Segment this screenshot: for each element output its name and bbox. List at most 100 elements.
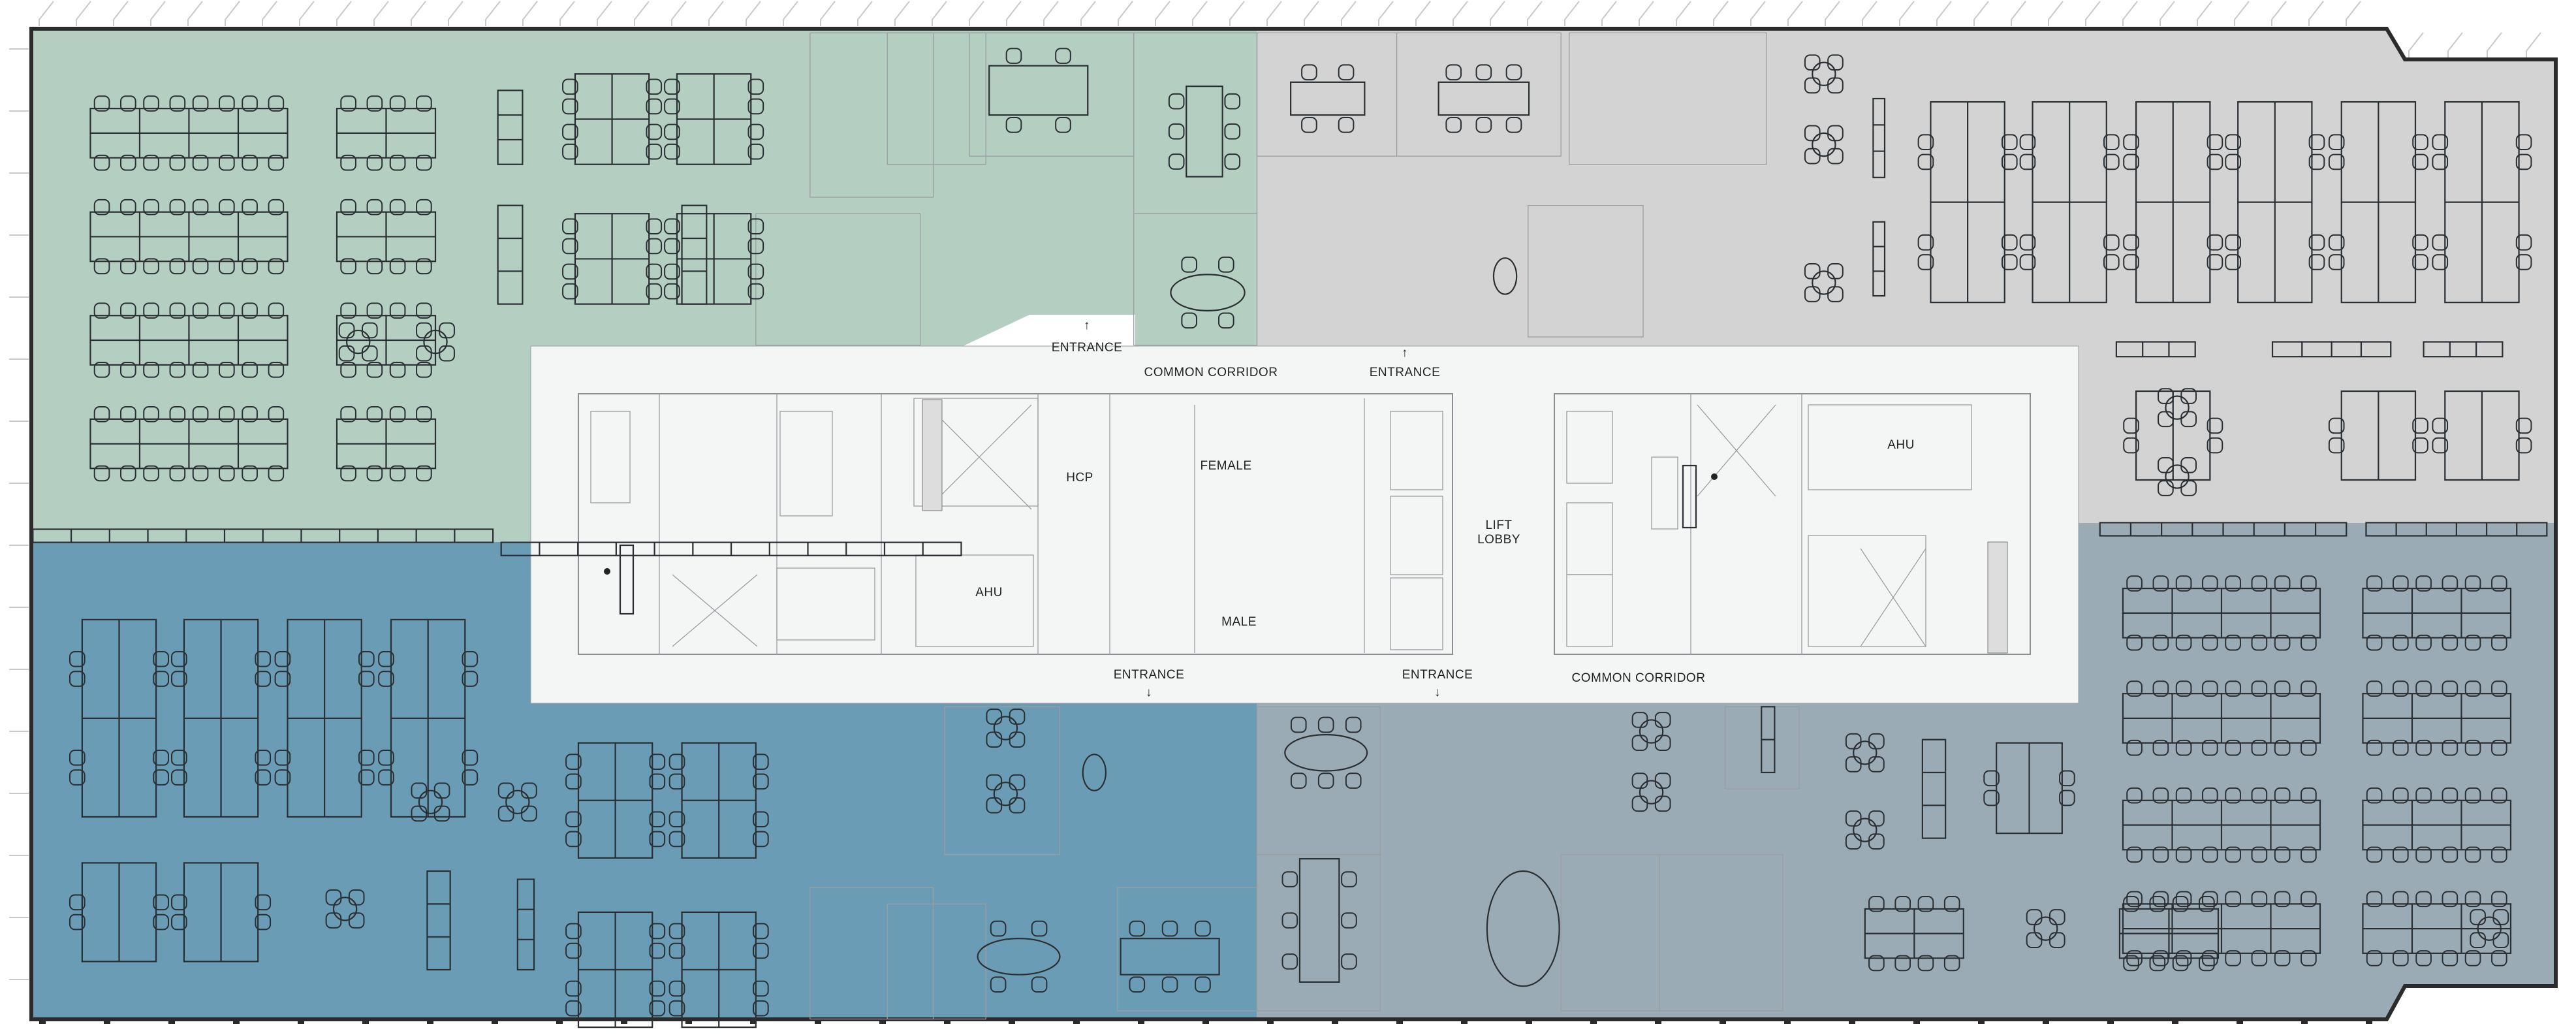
storage-unit (1872, 221, 1886, 297)
chair-icon (2175, 739, 2192, 756)
chair-icon (2301, 950, 2317, 966)
window-mullion (894, 1, 910, 26)
chair-icon (242, 154, 258, 171)
chair-icon (1317, 772, 1334, 789)
chair-icon (2393, 787, 2409, 804)
window-mullion (2048, 1, 2064, 26)
round-table (1812, 132, 1836, 157)
chair-icon (268, 154, 285, 171)
chair-icon (2366, 680, 2383, 697)
round-table (1639, 719, 1664, 744)
chair-icon (2442, 739, 2458, 756)
entrance-label[interactable]: ENTRANCE (1370, 366, 1441, 379)
chair-icon (268, 95, 285, 112)
chair-icon (255, 671, 272, 687)
chair-icon (1845, 733, 1862, 750)
chair-icon (986, 709, 1003, 725)
entrance-label[interactable]: ENTRANCE (1052, 341, 1123, 355)
window-mullion (1899, 1, 1915, 26)
chair-icon (562, 143, 578, 160)
chair-icon (1341, 912, 1357, 929)
entrance-label[interactable]: ENTRANCE (1114, 668, 1185, 682)
male-restroom-label: MALE (1221, 615, 1257, 629)
chair-icon (378, 769, 394, 786)
chair-icon (169, 465, 186, 482)
chair-icon (219, 95, 235, 112)
chair-icon (169, 95, 186, 112)
chair-icon (1654, 795, 1671, 812)
chair-icon (1009, 731, 1026, 748)
chair-icon (2202, 634, 2218, 651)
chair-icon (2432, 134, 2449, 151)
chair-icon (358, 650, 375, 667)
window-mullion (1601, 1, 1617, 26)
window-mullion (1713, 1, 1729, 26)
chair-icon (1055, 116, 1071, 133)
chair-icon (565, 773, 582, 790)
chair-icon (753, 831, 769, 848)
core-room (1390, 577, 1443, 650)
chair-icon (2251, 950, 2268, 966)
shaft-cross (672, 574, 758, 647)
chair-icon (2126, 787, 2143, 804)
chair-icon (1445, 64, 1462, 81)
chair-icon (93, 361, 110, 378)
round-table (1853, 818, 1877, 842)
chair-icon (753, 773, 769, 790)
core-room (1390, 496, 1443, 575)
chair-icon (2126, 680, 2143, 697)
chair-icon (2491, 680, 2507, 697)
chair-icon (2491, 891, 2507, 908)
chair-icon (747, 263, 764, 280)
window-mullion (2234, 1, 2250, 26)
chair-icon (2366, 846, 2383, 863)
chair-icon (2019, 134, 2036, 151)
chair-icon (389, 302, 406, 319)
chair-icon (93, 302, 110, 319)
chair-icon (664, 78, 680, 95)
entrance-label[interactable]: ENTRANCE (1402, 668, 1473, 682)
chair-icon (242, 95, 258, 112)
storage-unit (497, 204, 524, 305)
chair-icon (1290, 716, 1307, 733)
chair-icon (416, 406, 432, 422)
chair-icon (1281, 912, 1298, 929)
chair-icon (747, 98, 764, 115)
chair-icon (1005, 48, 1022, 64)
storage-unit (516, 878, 535, 971)
feature-table (1486, 870, 1560, 987)
chair-icon (562, 283, 578, 300)
chair-icon (1917, 896, 1934, 912)
chair-icon (69, 894, 86, 911)
chair-icon (143, 361, 159, 378)
chair-icon (2172, 896, 2189, 912)
storage-unit (2423, 341, 2504, 358)
shaft-cross (926, 404, 1032, 510)
chair-icon (2126, 891, 2143, 908)
window-mullion (1936, 1, 1952, 26)
chair-icon (2274, 634, 2291, 651)
window-mullion (1639, 1, 1654, 26)
chair-icon (2019, 153, 2036, 170)
chair-icon (521, 782, 537, 799)
chair-icon (1301, 116, 1317, 133)
chair-icon (1341, 871, 1357, 887)
chair-icon (1654, 735, 1671, 752)
chair-icon (649, 1000, 666, 1017)
chair-icon (2442, 846, 2458, 863)
window-mullion (2346, 1, 2361, 26)
meeting-table (1437, 81, 1530, 116)
chair-icon (143, 95, 159, 112)
chair-icon (1845, 833, 1862, 850)
chair-icon (2059, 770, 2075, 787)
chair-icon (1009, 774, 1026, 791)
storage-unit (426, 870, 451, 971)
chair-icon (2328, 254, 2345, 270)
chair-icon (2149, 955, 2166, 972)
chair-icon (171, 914, 187, 931)
chair-icon (348, 912, 365, 929)
chair-icon (1031, 920, 1048, 937)
chair-icon (2207, 254, 2223, 270)
chair-icon (1224, 123, 1241, 140)
chair-icon (2175, 891, 2192, 908)
